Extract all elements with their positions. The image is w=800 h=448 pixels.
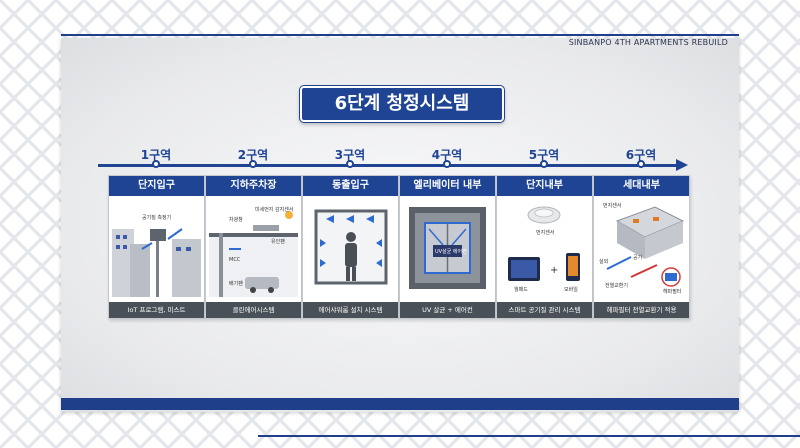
art-label: 먼지센서 — [603, 202, 621, 209]
zone-label-1: 1구역 — [140, 148, 172, 162]
zone-card-footer: 에어샤워룸 설치 시스템 — [303, 302, 398, 318]
art-label: 배기팬 — [229, 280, 243, 287]
art-label: 공기 — [633, 254, 642, 261]
zone-card-title: 동출입구 — [303, 176, 398, 196]
zone-label-2: 2구역 — [237, 148, 269, 162]
zone-card-footer: 클린에어시스템 — [206, 302, 301, 318]
art-label: 공기질 측정기 — [142, 214, 171, 221]
zone-label-3: 3구역 — [334, 148, 366, 162]
zone-label-4: 4구역 — [431, 148, 463, 162]
zone-card-5: 단지내부 먼지센서 + 월패드 모바일 스마트 공기질 관리 시스템 — [496, 175, 593, 319]
zone-card-6: 세대내부 먼지센서 실외 공기 전열교환기 헤파필터 헤파필터 전열교환기 적용 — [593, 175, 690, 319]
zone-dot-1 — [152, 160, 160, 168]
art-label: 미세먼지 감지센서 — [255, 206, 293, 213]
city-iot-icon: 공기질 측정기 — [112, 214, 201, 297]
art-label: 실외 — [599, 258, 608, 265]
zone-dot-3 — [346, 160, 354, 168]
smart-sensor-icon: 먼지센서 + 월패드 모바일 — [508, 206, 580, 293]
zone-card-footer: UV 살균 + 에어컨 — [400, 302, 495, 318]
zone-card-1: 단지입구 공기질 측정기 IoT 프로그램, 미스트 — [108, 175, 205, 319]
art-label: 모바일 — [564, 286, 578, 293]
art-label: UV살균 에어컨 — [435, 248, 467, 255]
page-title: 6단계 청정시스템 — [300, 86, 504, 122]
bottom-accent-line — [258, 435, 800, 437]
zone-card-footer: IoT 프로그램, 미스트 — [109, 302, 204, 318]
zone-dot-5 — [540, 160, 548, 168]
art-label: 헤파필터 — [663, 288, 681, 295]
zone-card-title: 세대내부 — [594, 176, 689, 196]
header-project-name: SINBANPO 4TH APARTMENTS REBUILD — [568, 38, 728, 47]
zone-label-6: 6구역 — [625, 148, 657, 162]
zone-label-5: 5구역 — [528, 148, 560, 162]
zone-card-2: 지하주차장 미세먼지 감지센서 차광창 유인팬 MCC 배기팬 클린에어시스템 — [205, 175, 302, 319]
zone-card-footer: 스마트 공기질 관리 시스템 — [497, 302, 592, 318]
timeline-arrow-icon — [676, 159, 688, 171]
art-label: MCC — [229, 257, 241, 263]
art-label: 월패드 — [514, 286, 528, 293]
art-label: 차광창 — [229, 216, 243, 223]
zone-card-3: 동출입구 에어샤워룸 설치 시스템 — [302, 175, 399, 319]
zone-card-title: 단지입구 — [109, 176, 204, 196]
zone-card-4: 엘리베이터 내부 UV살균 에어컨 UV 살균 + 에어컨 — [399, 175, 496, 319]
plus-icon: + — [550, 265, 558, 276]
art-label: 유인팬 — [271, 238, 285, 245]
bottom-bar — [61, 398, 739, 410]
art-label: 먼지센서 — [536, 229, 554, 236]
zone-card-title: 지하주차장 — [206, 176, 301, 196]
timeline-line — [98, 164, 678, 167]
air-shower-icon — [314, 209, 388, 285]
zone-dot-2 — [249, 160, 257, 168]
zone-card-title: 엘리베이터 내부 — [400, 176, 495, 196]
top-rule — [61, 34, 739, 36]
parking-garage-icon: 미세먼지 감지센서 차광창 유인팬 MCC 배기팬 — [209, 206, 298, 297]
zone-dot-4 — [443, 160, 451, 168]
zone-card-title: 단지내부 — [497, 176, 592, 196]
apartment-ventilation-icon: 먼지센서 실외 공기 전열교환기 헤파필터 — [599, 202, 685, 295]
zone-card-footer: 헤파필터 전열교환기 적용 — [594, 302, 689, 318]
art-label: 전열교환기 — [605, 282, 628, 289]
elevator-uv-icon: UV살균 에어컨 — [409, 207, 486, 289]
zone-dot-6 — [637, 160, 645, 168]
